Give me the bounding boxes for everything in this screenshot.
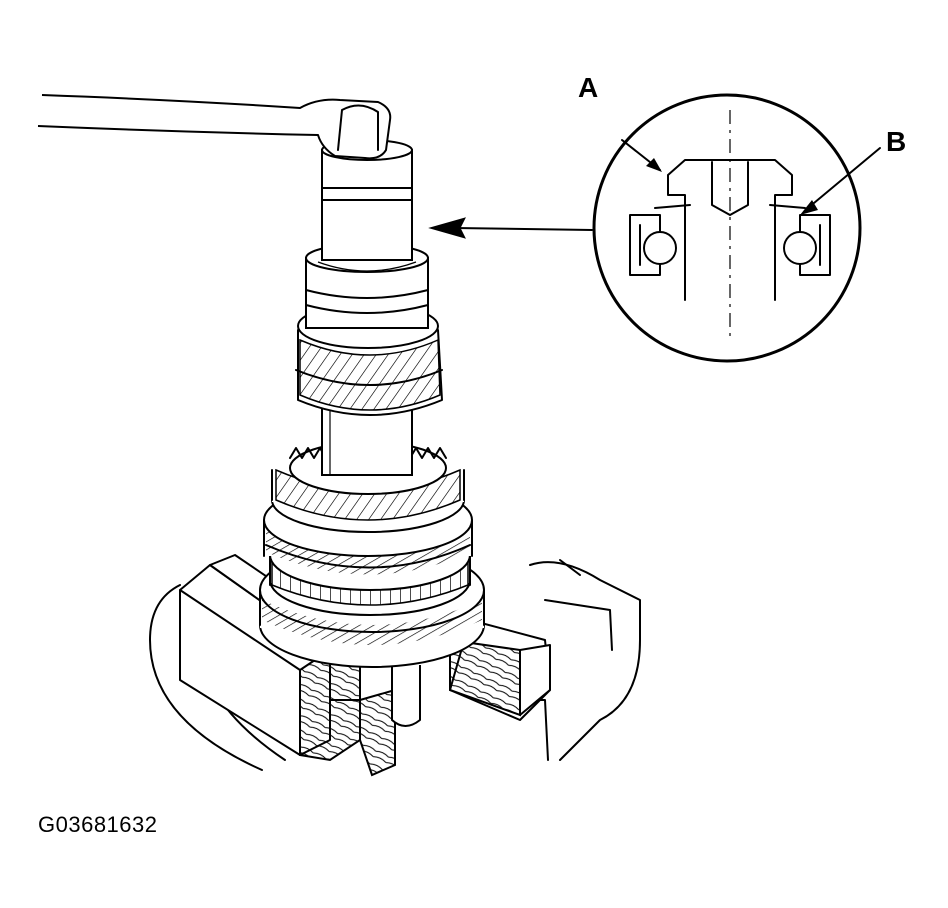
- detail-pointer-arrow: [428, 217, 593, 239]
- wrench-tool: [37, 94, 392, 160]
- vise-right-jaw: [449, 619, 551, 721]
- callout-label-b: B: [886, 126, 907, 157]
- figure-code: G03681632: [38, 812, 158, 837]
- callout-label-a: A: [578, 72, 599, 103]
- shaft-lower-end: [391, 665, 421, 727]
- detail-inset-circle: [592, 93, 881, 363]
